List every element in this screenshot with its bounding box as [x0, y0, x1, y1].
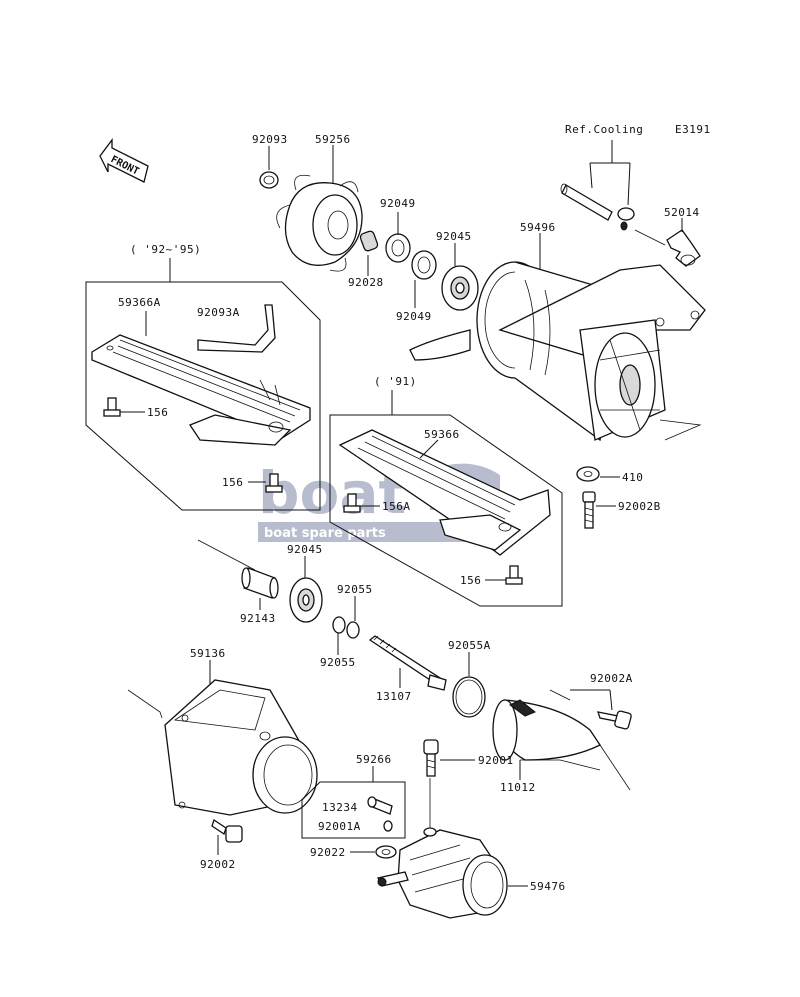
label-59476: 59476 [530, 880, 566, 893]
label-156A: 156A [382, 500, 411, 513]
part-52014-fitting [666, 229, 701, 267]
part-92055-oring-a [346, 621, 360, 639]
label-92049-a: 92049 [380, 197, 416, 210]
label-59266: 59266 [356, 753, 392, 766]
label-92093A: 92093A [197, 306, 240, 319]
part-59476-steering-nozzle [377, 827, 508, 919]
label-59496: 59496 [520, 221, 556, 234]
label-156-a: 156 [147, 406, 168, 419]
label-92028: 92028 [348, 276, 384, 289]
label-59136: 59136 [190, 647, 226, 660]
front-arrow-icon: FRONT [99, 138, 149, 183]
part-59496-pump-housing [409, 261, 706, 442]
part-13107-drive-shaft [368, 635, 447, 691]
ref-cooling-label: Ref.Cooling [565, 123, 643, 136]
group-label-92-95: ( '92~'95) [130, 243, 201, 256]
part-92022-washer [375, 845, 397, 859]
label-52014: 52014 [664, 206, 700, 219]
bolt-156-a [103, 397, 121, 417]
bolt-156A [343, 493, 361, 513]
label-92002A: 92002A [590, 672, 633, 685]
label-92055-a: 92055 [337, 583, 373, 596]
label-59366A: 59366A [118, 296, 161, 309]
bolt-156-c [505, 565, 523, 585]
part-92045-bearing-a [441, 265, 479, 311]
part-92028-sleeve [359, 230, 379, 252]
part-92049-washer-a [385, 233, 411, 263]
label-92143: 92143 [240, 612, 276, 625]
part-11012-pump-cap [492, 699, 631, 791]
part-92002A-bolt [597, 710, 632, 730]
part-410-washer [576, 466, 600, 482]
label-92045-a: 92045 [436, 230, 472, 243]
part-92001-bolt [423, 739, 439, 777]
part-59366A-intake-grate [91, 334, 311, 446]
label-92001A: 92001A [318, 820, 361, 833]
group-box-59266 [301, 781, 406, 839]
part-92002B-bolt [582, 491, 596, 529]
label-92045-b: 92045 [287, 543, 323, 556]
part-92055-oring-b [332, 616, 346, 634]
label-13234: 13234 [322, 801, 358, 814]
part-92045-bearing-b [289, 577, 323, 623]
part-13234-pin [367, 796, 393, 815]
label-92002: 92002 [200, 858, 236, 871]
watermark-subtitle: boat spare parts [264, 526, 386, 541]
bolt-156-b [265, 473, 283, 493]
group-box-92-95 [85, 281, 321, 511]
part-92093A-bracket [197, 304, 276, 353]
diagram-code: E3191 [675, 123, 711, 136]
part-92002-bolt [211, 818, 243, 843]
label-92002B: 92002B [618, 500, 661, 513]
label-92049-b: 92049 [396, 310, 432, 323]
label-410: 410 [622, 471, 643, 484]
label-92093: 92093 [252, 133, 288, 146]
label-92001: 92001 [478, 754, 514, 767]
part-92055A-oring [452, 676, 486, 718]
part-92143-sleeve [241, 567, 279, 599]
label-156-c: 156 [460, 574, 481, 587]
group-box-91 [329, 414, 563, 607]
label-11012: 11012 [500, 781, 536, 794]
part-92001A-pin [383, 820, 393, 832]
label-92055A: 92055A [448, 639, 491, 652]
cooling-hose [560, 183, 613, 221]
label-92055-b: 92055 [320, 656, 356, 669]
cooling-clamp [617, 207, 635, 231]
part-59136-nozzle [164, 679, 318, 816]
part-59366-intake-grate [338, 429, 551, 556]
label-92022: 92022 [310, 846, 346, 859]
part-59256-impeller [276, 174, 363, 272]
part-92093-ring [259, 171, 279, 189]
label-13107: 13107 [376, 690, 412, 703]
group-label-91: ( '91) [374, 375, 417, 388]
label-59256: 59256 [315, 133, 351, 146]
part-92049-washer-b [411, 250, 437, 280]
label-156-b: 156 [222, 476, 243, 489]
label-59366: 59366 [424, 428, 460, 441]
